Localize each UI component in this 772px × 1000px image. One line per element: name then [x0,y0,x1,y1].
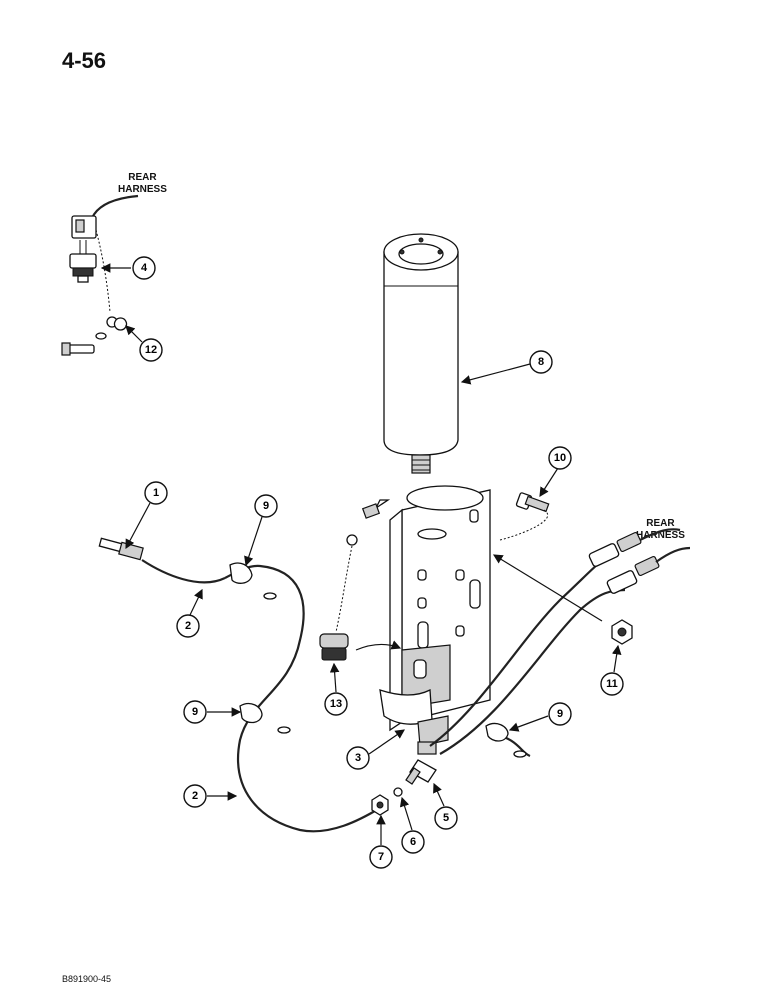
rear-harness-top-line2: HARNESS [118,184,167,195]
svg-text:9: 9 [263,500,269,512]
callout-9-top: 9 [254,494,278,518]
temperature-sender-and-wiring [98,537,381,833]
callout-8: 8 [529,350,553,374]
rear-harness-label-right: REAR HARNESS [636,518,685,542]
right-harness-wiring [429,528,691,758]
callout-5: 5 [434,806,458,830]
svg-text:6: 6 [410,836,416,848]
callout-9-mid: 9 [183,700,207,724]
svg-text:9: 9 [192,706,198,718]
cap-with-chain [319,534,402,661]
callout-3: 3 [346,746,370,770]
callout-10: 10 [548,446,572,470]
callout-2-bottom: 2 [183,784,207,808]
callout-13: 13 [324,692,348,716]
callout-4: 4 [132,256,156,280]
callout-9-right: 9 [548,702,572,726]
rear-harness-top-line1: REAR [128,172,157,183]
callout-2-top: 2 [176,614,200,638]
pressure-switch-assembly [61,194,139,356]
svg-text:4: 4 [141,262,148,274]
svg-text:13: 13 [330,698,342,710]
callout-12: 12 [139,338,163,362]
svg-text:2: 2 [192,790,198,802]
callout-6: 6 [401,830,425,854]
svg-text:8: 8 [538,356,544,368]
rear-harness-right-line1: REAR [646,518,675,529]
svg-text:12: 12 [145,344,157,356]
svg-text:10: 10 [554,452,566,464]
mounting-bracket [361,485,491,747]
callouts: 4 12 8 10 1 9 2 13 9 11 9 3 2 5 6 7 [132,256,624,869]
callout-11: 11 [600,672,624,696]
svg-text:3: 3 [355,752,361,764]
callout-1: 1 [144,481,168,505]
document-code: B891900-45 [62,974,112,984]
page-number: 4-56 [62,48,107,73]
rear-harness-label-top: REAR HARNESS [118,172,167,196]
bolt-and-nut [499,492,633,645]
svg-text:9: 9 [557,708,563,720]
rear-harness-right-line2: HARNESS [636,530,685,541]
svg-text:1: 1 [153,487,159,499]
leader-lines [100,263,622,845]
fittings [371,741,437,816]
svg-text:2: 2 [185,620,191,632]
svg-text:5: 5 [443,812,449,824]
filter-canister [383,233,459,474]
callout-7: 7 [369,845,393,869]
svg-text:7: 7 [378,851,384,863]
svg-text:11: 11 [606,678,618,690]
